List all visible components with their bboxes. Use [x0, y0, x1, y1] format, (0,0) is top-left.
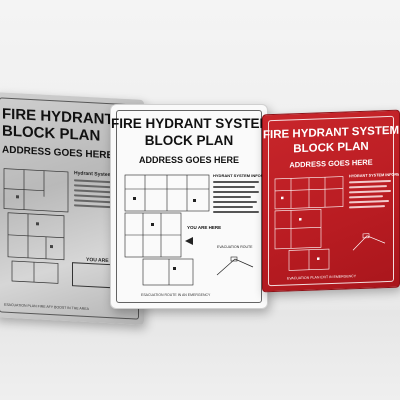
- white-title-line1: FIRE HYDRANT SYSTEM: [111, 116, 268, 131]
- silver-footer: ESACUATION PLAN FIRE AFY BOOST IN THE AR…: [4, 302, 89, 312]
- red-sign: FIRE HYDRANT SYSTEM BLOCK PLAN ADDRESS G…: [262, 109, 400, 293]
- white-floor-plan: [123, 171, 211, 289]
- silver-floor-plan: [2, 164, 72, 288]
- white-site-diagram: [215, 253, 255, 279]
- white-you-are-here: YOU ARE HERE: [187, 225, 222, 230]
- red-footer: EVACUATION PLAN EXIT IN EMERGENCY: [287, 274, 357, 281]
- white-subtitle: ADDRESS GOES HERE: [138, 155, 240, 165]
- red-subtitle: ADDRESS GOES HERE: [289, 157, 373, 170]
- red-title-line2: BLOCK PLAN: [293, 140, 369, 156]
- silver-site-diagram: [72, 262, 114, 289]
- red-info-panel: HYDRANT SYSTEM INFORMATION: [349, 172, 400, 209]
- white-title-line2: BLOCK PLAN: [144, 133, 234, 148]
- white-info-heading: HYDRANT SYSTEM INFORMATION: [213, 173, 267, 178]
- red-floor-plan: [273, 173, 345, 276]
- red-site-diagram: [351, 231, 387, 254]
- floor-shadow: [0, 310, 400, 400]
- white-sign: FIRE HYDRANT SYSTEM BLOCK PLAN ADDRESS G…: [110, 104, 268, 309]
- red-title-line1: FIRE HYDRANT SYSTEM: [263, 124, 400, 142]
- white-info-panel: HYDRANT SYSTEM INFORMATION: [213, 173, 267, 213]
- white-route-label: EVACUATION ROUTE: [217, 245, 253, 249]
- white-footer: ESACUATION ROUTE IN AN EMERGENCY: [141, 293, 211, 297]
- silver-sign: FIRE HYDRANT BLOCK PLAN ADDRESS GOES HER…: [0, 92, 144, 325]
- red-info-heading: HYDRANT SYSTEM INFORMATION: [349, 172, 400, 179]
